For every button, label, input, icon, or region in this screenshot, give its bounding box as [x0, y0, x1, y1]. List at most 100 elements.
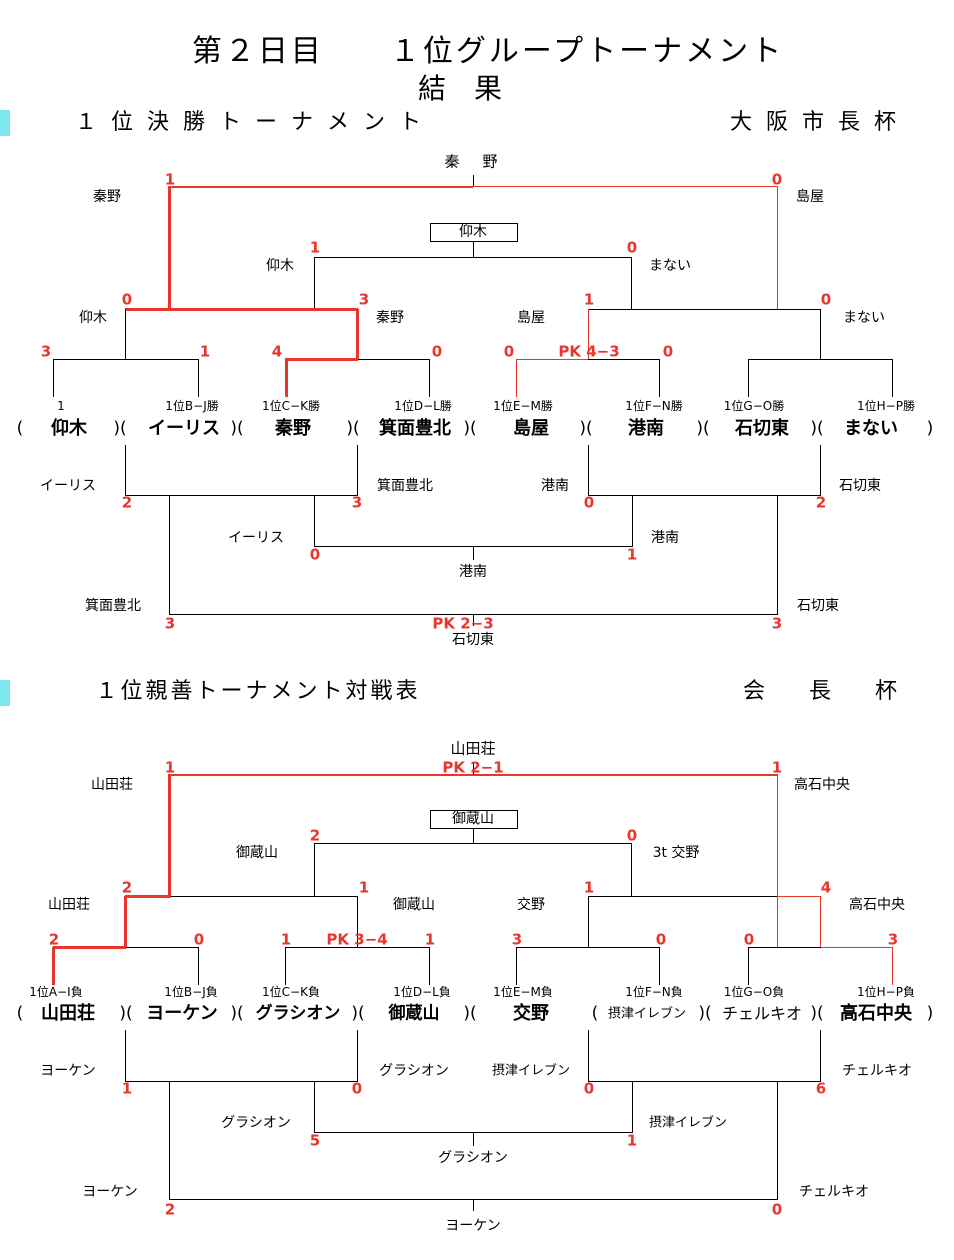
score: 3: [771, 614, 783, 633]
bracket-line: [659, 359, 660, 397]
team-name: 御蔵山: [388, 1003, 440, 1024]
pk-score: PK 2−1: [442, 758, 504, 777]
bracket-line: [314, 495, 315, 547]
team-name: イーリス: [148, 418, 220, 439]
bracket-line: [588, 445, 589, 496]
cons-label: 港南: [541, 478, 569, 494]
bracket-line: [516, 947, 660, 948]
score: 0: [583, 1079, 595, 1098]
bracket-line: [125, 1030, 126, 1082]
score: 1: [626, 1131, 638, 1150]
bracket-line: [659, 947, 660, 985]
bracket-line: [516, 359, 588, 360]
paren: )(: [810, 418, 824, 439]
bracket-line: [52, 947, 55, 985]
score: 3: [351, 493, 363, 512]
paren: )(: [346, 418, 360, 439]
section-marker: [0, 680, 10, 706]
score: 3: [358, 290, 370, 309]
bracket-line: [748, 359, 749, 397]
score: 0: [193, 930, 205, 949]
semifinal-winner: 仰木: [459, 224, 487, 240]
bracket-line: [777, 1081, 778, 1200]
score: 0: [771, 170, 783, 189]
bracket-line: [892, 359, 893, 397]
bracket-line: [168, 186, 171, 310]
score: 0: [655, 930, 667, 949]
bracket-line: [820, 1030, 821, 1082]
seed-label: 1位C−K負: [262, 985, 320, 999]
score: 2: [121, 878, 133, 897]
score: 1: [583, 290, 595, 309]
score: 0: [309, 545, 321, 564]
score: 0: [583, 493, 595, 512]
cup-name: 会 長 杯: [742, 679, 898, 704]
cons-label: グラシオン: [221, 1115, 291, 1131]
bracket-line: [429, 947, 430, 985]
cons-label: チェルキオ: [842, 1063, 912, 1079]
cons-winner: 石切東: [452, 632, 494, 648]
paren: ): [926, 418, 934, 439]
cons-label: ヨーケン: [82, 1184, 138, 1200]
bracket-line: [358, 359, 430, 360]
bracket-line: [53, 359, 199, 360]
bracket-line: [588, 309, 589, 360]
seed-label: 1位E−M勝: [493, 399, 553, 413]
bracket-line: [314, 257, 315, 309]
score: 2: [121, 493, 133, 512]
qf-label: 高石中央: [849, 897, 905, 913]
qf-label: まない: [843, 310, 885, 326]
score: 0: [626, 238, 638, 257]
seed-label: 1位H−P負: [857, 985, 915, 999]
score: 3: [164, 614, 176, 633]
qf-label: 秦野: [376, 310, 404, 326]
cons-winner: グラシオン: [438, 1150, 508, 1166]
bracket-line: [53, 946, 126, 949]
page-subtitle: 結 果: [417, 72, 503, 105]
bracket-line: [53, 359, 54, 397]
seed-label: 1位F−N負: [625, 985, 683, 999]
bracket-line: [314, 1081, 315, 1133]
qf-label: 交野: [517, 897, 545, 913]
paren: ): [926, 1003, 934, 1024]
score: 0: [351, 1079, 363, 1098]
score: 1: [164, 758, 176, 777]
cons-label: イーリス: [40, 478, 96, 494]
bracket-line: [314, 257, 632, 258]
bracket-line: [892, 947, 893, 985]
bracket-line: [125, 308, 358, 311]
page-title: 第２日目 １位グループトーナメント: [191, 34, 785, 69]
score: 1: [121, 1079, 133, 1098]
team-name: まない: [844, 418, 898, 439]
cons-winner: 港南: [459, 564, 487, 580]
bracket-line: [588, 896, 589, 947]
score: 0: [743, 930, 755, 949]
score: 6: [815, 1079, 827, 1098]
bracket-line: [588, 359, 660, 360]
score: 1: [424, 930, 436, 949]
paren: )(: [696, 418, 710, 439]
bracket-line: [820, 896, 821, 947]
bracket-line: [125, 895, 171, 898]
semifinalist-label: 3t 交野: [652, 845, 700, 861]
team-name: 山田荘: [41, 1003, 95, 1024]
bracket-line: [473, 241, 474, 258]
score: 3: [511, 930, 523, 949]
bracket-line: [473, 186, 778, 187]
bracket-line: [356, 309, 359, 360]
semifinal-winner: 御蔵山: [452, 811, 494, 827]
section-marker: [0, 110, 10, 136]
bracket-line: [357, 445, 358, 496]
bracket-line: [473, 175, 474, 187]
cons-label: ヨーケン: [40, 1063, 96, 1079]
qf-label: 島屋: [517, 310, 545, 326]
team-name: 秦野: [275, 418, 311, 439]
team-name: 仰木: [51, 418, 87, 439]
paren: (: [591, 1003, 599, 1024]
bracket-line: [125, 495, 358, 496]
bracket-line: [198, 359, 199, 397]
finalist-label: 秦野: [93, 189, 121, 205]
team-name: 港南: [628, 418, 664, 439]
team-name: 箕面豊北: [379, 418, 451, 439]
bracket-line: [171, 896, 357, 897]
